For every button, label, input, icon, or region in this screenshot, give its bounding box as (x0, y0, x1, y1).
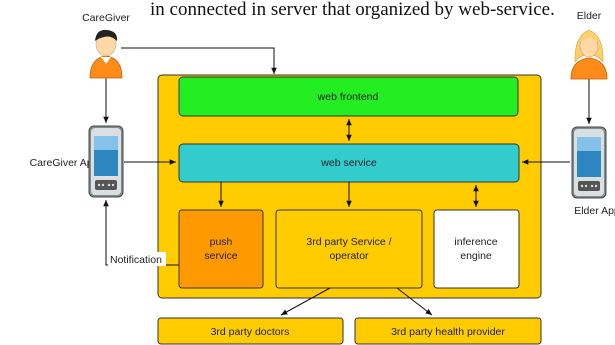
third-party-health-box (354, 317, 542, 345)
inference-engine-box (433, 209, 520, 289)
push-service-label-line2: service (204, 250, 237, 262)
edge-thirdparty-health (396, 287, 433, 316)
inference-engine-label-line2: engine (460, 250, 492, 262)
push-service-label-line1: push (210, 236, 233, 248)
third-party-doctors-label: 3rd party doctors (211, 326, 290, 338)
web-frontend-label: web frontend (317, 91, 379, 103)
third-party-service-box (275, 209, 423, 289)
edge-thirdparty-doctors (280, 287, 331, 316)
elder-app-label: Elder App (574, 205, 615, 217)
header-text: in connected in server that organized by… (150, 0, 555, 20)
edge-caregiver-frontend (121, 47, 277, 74)
elder-phone-icon (571, 126, 607, 199)
third-party-service-label-line2: operator (329, 250, 369, 262)
third-party-service-label-line1: 3rd party Service / (306, 236, 391, 248)
inference-engine-label-line1: inference (454, 236, 497, 248)
web-service-label: web service (320, 157, 377, 169)
notification-label: Notification (110, 254, 162, 266)
elder-person-icon (570, 29, 608, 80)
web-frontend-box (178, 76, 519, 117)
caregiver-person-icon (89, 29, 123, 79)
third-party-health-label: 3rd party health provider (391, 326, 505, 338)
notification-label-bg (108, 252, 166, 266)
third-party-doctors-box (157, 317, 344, 345)
caregiver-label: CareGiver (82, 12, 130, 24)
caregiver-phone-icon (88, 125, 124, 198)
elder-label: Elder (577, 10, 602, 22)
caregiver-app-label: CareGiver App (30, 157, 99, 169)
push-service-box (178, 209, 264, 289)
